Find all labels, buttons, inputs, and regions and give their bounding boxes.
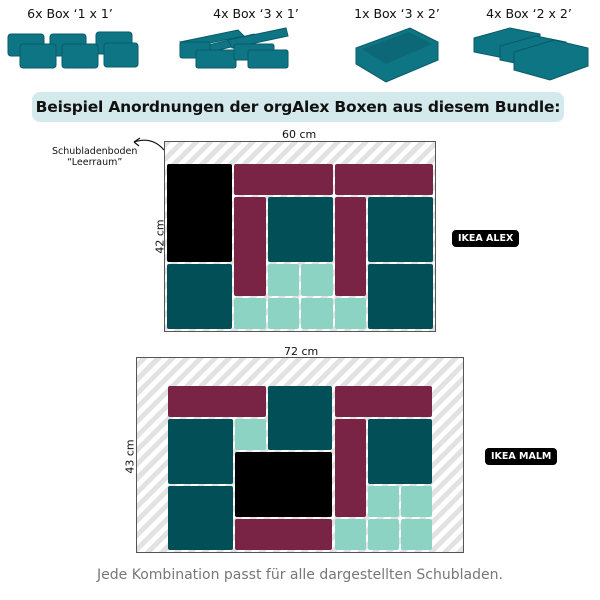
malm-box-2x2 — [267, 386, 333, 451]
malm-box-3x1 — [334, 419, 366, 517]
alex-box-3x1 — [234, 164, 333, 196]
alex-box-3x1 — [334, 164, 433, 196]
alex-box-3x2 — [167, 164, 232, 263]
section-banner: Beispiel Anordnungen der orgAlex Boxen a… — [32, 92, 564, 122]
malm-box-2x2 — [168, 485, 233, 550]
box-3x1-set-image — [178, 27, 289, 69]
alex-drawer — [164, 141, 436, 332]
alex-box-1x1 — [267, 297, 299, 329]
arrow-icon — [133, 137, 165, 151]
product-label-3x1: 4x Box ‘3 x 1’ — [213, 6, 299, 21]
malm-box-1x1 — [367, 485, 400, 517]
malm-box-3x1 — [168, 386, 266, 418]
malm-box-1x1 — [367, 518, 400, 550]
malm-drawer — [136, 357, 464, 553]
alex-box-1x1 — [234, 297, 266, 329]
alex-box-3x1 — [234, 197, 266, 296]
malm-box-3x1 — [234, 518, 333, 550]
malm-badge: IKEA MALM — [485, 448, 558, 465]
alex-box-2x2 — [368, 264, 433, 329]
alex-width-label: 60 cm — [282, 128, 317, 141]
product-label-3x2: 1x Box ‘3 x 2’ — [354, 6, 440, 21]
malm-box-2x2 — [367, 419, 433, 484]
malm-box-2x2 — [168, 419, 233, 484]
malm-box-1x1 — [234, 419, 266, 451]
note-line-1: Schubladenboden — [52, 146, 138, 157]
empty-space-note: Schubladenboden “Leerraum” — [52, 146, 137, 168]
note-line-2: “Leerraum” — [67, 157, 123, 168]
malm-box-1x1 — [401, 518, 433, 550]
box-1x1-set-image — [7, 31, 139, 69]
alex-box-2x2 — [368, 197, 433, 263]
alex-badge: IKEA ALEX — [452, 230, 520, 247]
footer-note: Jede Kombination passt für alle dargeste… — [97, 567, 503, 583]
product-label-1x1: 6x Box ‘1 x 1’ — [27, 6, 113, 21]
malm-box-3x1 — [334, 386, 433, 418]
malm-box-1x1 — [401, 485, 433, 517]
alex-box-1x1 — [301, 264, 333, 296]
malm-box-1x1 — [334, 518, 366, 550]
malm-height-label: 43 cm — [123, 439, 137, 474]
box-3x2-image — [355, 27, 439, 83]
box-2x2-set-image — [473, 27, 589, 81]
product-label-2x2: 4x Box ‘2 x 2’ — [486, 6, 572, 21]
malm-box-3x2 — [234, 452, 333, 517]
alex-box-2x2 — [267, 197, 333, 263]
alex-box-1x1 — [334, 297, 366, 329]
alex-box-1x1 — [267, 264, 299, 296]
alex-box-2x2 — [167, 264, 232, 329]
alex-box-3x1 — [334, 197, 366, 296]
alex-box-1x1 — [301, 297, 333, 329]
malm-width-label: 72 cm — [284, 345, 319, 358]
